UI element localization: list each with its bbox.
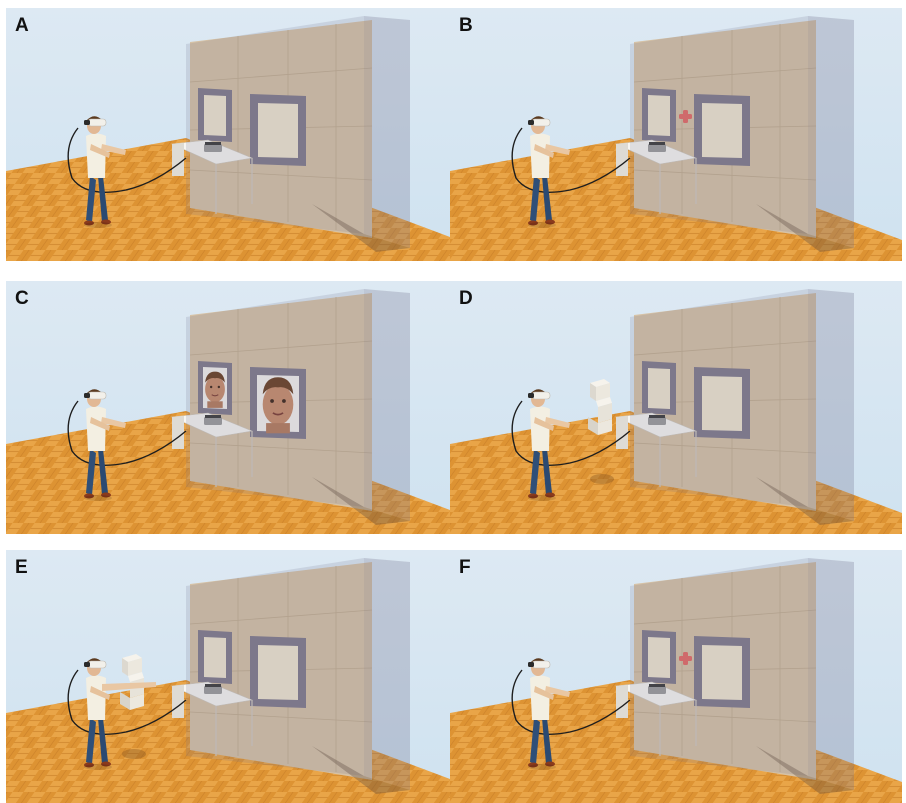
- scene-illustration: [450, 550, 902, 803]
- glass-panel-back: [630, 558, 808, 776]
- glass-panel-back: [630, 16, 808, 234]
- glass-panel: [808, 558, 854, 790]
- panel-label: D: [459, 289, 473, 308]
- panel-label: B: [459, 16, 473, 35]
- glass-panel: [364, 289, 410, 521]
- glass-panel: [364, 16, 410, 248]
- scene-illustration: [6, 550, 458, 803]
- panel-label: E: [15, 558, 28, 577]
- glass-panel-back: [630, 289, 808, 507]
- glass-panel-back: [186, 289, 364, 507]
- scene-illustration: [450, 281, 902, 534]
- glass-panel: [808, 16, 854, 248]
- scene-illustration: [6, 281, 458, 534]
- vr-headset: [532, 119, 550, 126]
- panel-e: E: [6, 550, 458, 803]
- scene-illustration: [6, 8, 458, 261]
- scene-illustration: [450, 8, 902, 261]
- panel-label: A: [15, 16, 29, 35]
- panel-f: F: [450, 550, 902, 803]
- panel-label: C: [15, 289, 29, 308]
- panel-d: D: [450, 281, 902, 534]
- vr-headset: [88, 392, 106, 399]
- panel-c: C: [6, 281, 458, 534]
- vr-headset: [88, 661, 106, 668]
- object-shadow: [590, 474, 614, 484]
- glass-panel-back: [186, 558, 364, 776]
- object-shadow: [122, 749, 146, 759]
- glass-panel-back: [186, 16, 364, 234]
- glass-panel: [808, 289, 854, 521]
- panel-label: F: [459, 558, 471, 577]
- vr-headset: [88, 119, 106, 126]
- glass-panel: [364, 558, 410, 790]
- vr-headset: [532, 392, 550, 399]
- vr-headset: [532, 661, 550, 668]
- panel-a: A: [6, 8, 458, 261]
- panel-b: B: [450, 8, 902, 261]
